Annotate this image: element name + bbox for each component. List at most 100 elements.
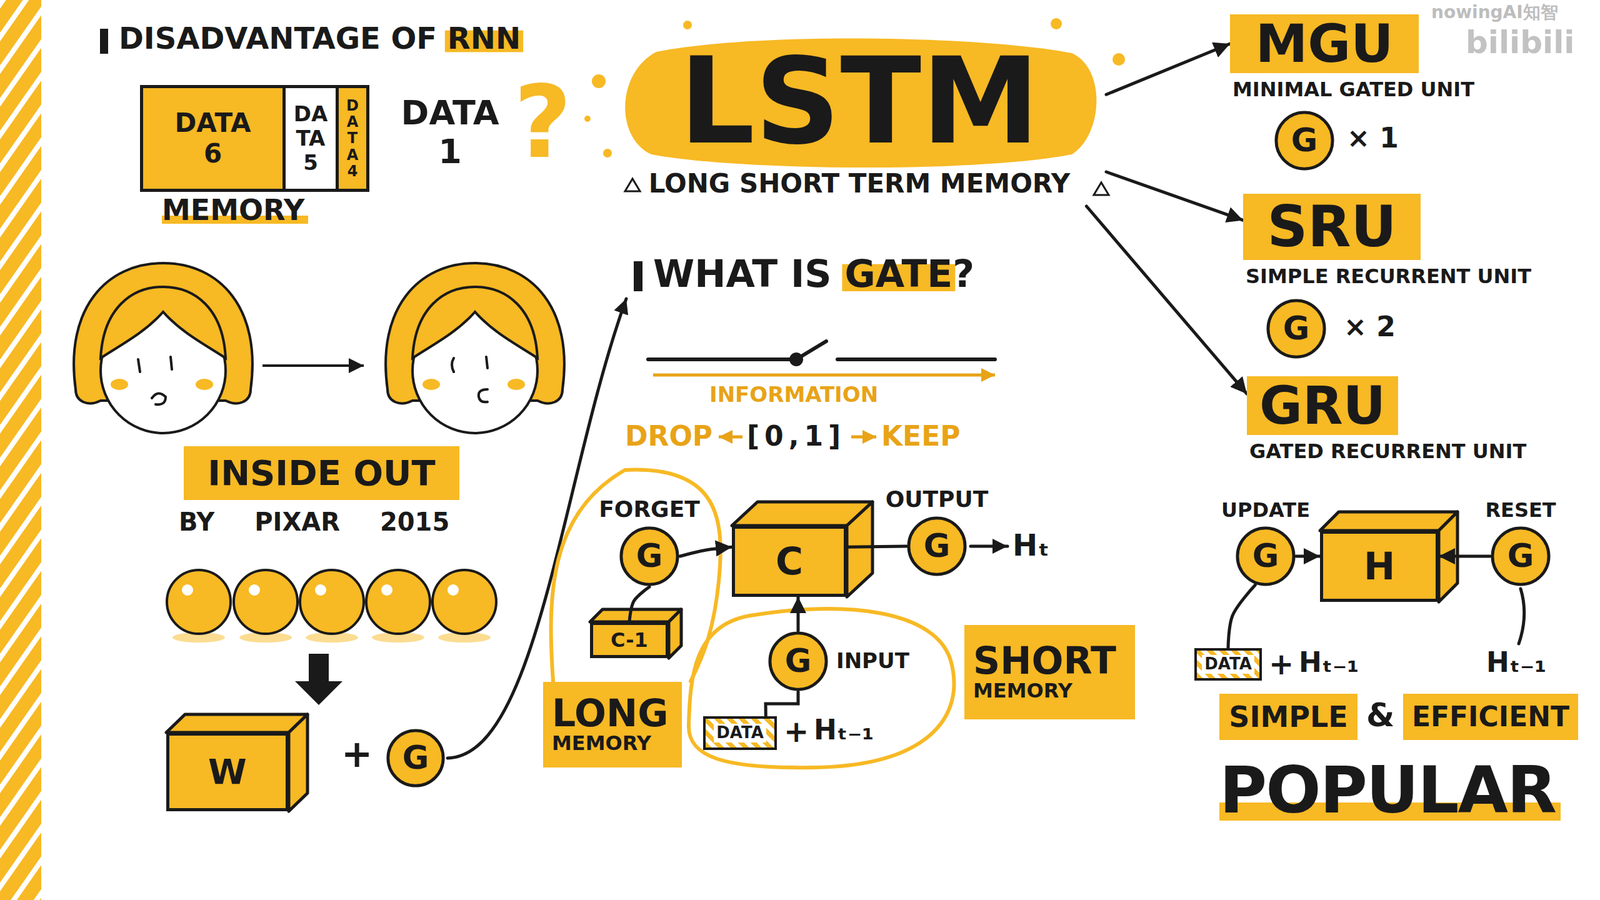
range: [0,1] [746,420,846,453]
connector [1228,585,1255,649]
credit: BY PIXAR 2015 [178,507,450,537]
data-label: DATA 1 [393,93,507,172]
question-mark: ? [513,65,572,180]
memory-ball [381,584,393,596]
face [151,393,166,405]
memory-cell: DATA 4 [338,88,367,189]
memory-ball [166,570,497,643]
node-label: C-1 [610,628,649,652]
gate-outline [1492,528,1549,585]
memory-ball [248,584,260,596]
down-arrow [295,653,343,705]
down-arrow [295,653,343,705]
face [451,356,488,372]
connector [629,586,650,622]
flow-arrow [653,373,995,377]
face [110,378,129,390]
watermark: nowingAI知智 [1431,2,1559,23]
node-label: EFFICIENT [1411,701,1570,734]
connector [1296,555,1320,559]
signal-name: Hₜ₋₁ [1486,646,1547,679]
bullet-bar [100,28,643,292]
connector [796,596,800,631]
memory-ball [447,584,459,596]
gate-circle: FORGETG [618,525,680,587]
face [100,286,226,359]
flow-arrow [718,435,743,439]
memory-loop [551,470,955,769]
connector [1086,206,1247,394]
memory-ball [166,570,231,634]
bullet-bar [100,28,109,54]
face [412,286,538,359]
node-label: INSIDE OUT [207,455,435,491]
range-end: DROP [625,420,713,453]
splash-dot [683,20,692,30]
gate-outline [908,518,965,575]
node-label: GRU [1259,379,1386,432]
section-heading: WHAT IS GATE? [653,252,975,296]
axis-label: INFORMATION [709,382,879,407]
splash-dot [1112,53,1125,66]
node-caption: OUTPUT [885,486,989,512]
highlight-tag: SIMPLE [1219,693,1358,740]
node-label: MGU [1255,17,1394,70]
plus-sign: + [1268,646,1294,682]
triangle-mark [625,178,640,192]
range-end: KEEP [881,420,960,453]
section-heading: DISADVANTAGE OF RNN [118,21,521,56]
signal-name: Hₜ₋₁ [1298,646,1359,679]
connector [765,691,799,717]
signal-name: Hₜ [1012,528,1050,563]
change-arrow [262,365,364,367]
model-box: GRUGATED RECURRENT UNIT [1246,376,1399,435]
face [195,378,214,390]
node-caption: GATED RECURRENT UNIT [1249,440,1527,464]
switch-symbol [791,354,802,365]
plus-sign: + [341,732,373,776]
node-caption: UPDATE [1221,498,1310,522]
count: × 1 [1346,122,1399,155]
data-box: DATA [703,716,777,750]
node-label: SRU [1266,198,1397,255]
connector [1106,43,1230,95]
change-arrow [262,364,364,367]
face [73,263,253,434]
signal-wire [1518,588,1525,644]
node-label: SIMPLE [1228,700,1348,734]
node-label: G [1283,310,1310,348]
slogan: POPULAR [1219,753,1561,829]
node-label: DATA 4 [345,97,360,180]
cell-state-box: C [731,525,847,597]
side-band [0,0,42,900]
signal-name: Hₜ₋₁ [813,714,874,747]
node-caption: MINIMAL GATED UNIT [1232,78,1475,102]
memory-ball [233,570,298,634]
node-label: G [785,642,812,680]
memory-ball [432,570,497,634]
node-caption: MEMORY [161,193,309,227]
node-label: G [923,527,951,565]
memory-tag: SHORTMEMORY [964,625,1135,720]
memory-bar: MEMORYDATA 6DATA 5DATA 4 [140,85,370,192]
connector [1438,555,1490,559]
node-label: DATA [713,723,767,743]
box-face [288,714,308,812]
triangle-mark [1093,182,1109,195]
memory-ball [181,584,194,596]
node-label: DATA [1201,655,1255,674]
lstm-title: LSTMLONG SHORT TERM MEMORY [612,34,1107,207]
side-band [0,0,42,900]
node-label: MEMORY [973,679,1073,703]
memory-tag: LONGMEMORY [543,681,682,768]
face [385,263,565,434]
face [507,378,525,390]
splash-dot [584,115,591,122]
node-caption: SIMPLE RECURRENT UNIT [1245,265,1532,289]
node-label: LONG SHORT TERM MEMORY [648,168,1071,199]
title-band: INSIDE OUT [183,446,460,500]
box-face [1320,511,1458,531]
ampersand: & [1366,696,1395,735]
connector [1106,171,1244,220]
gate-circle: OUTPUTG [906,515,968,577]
